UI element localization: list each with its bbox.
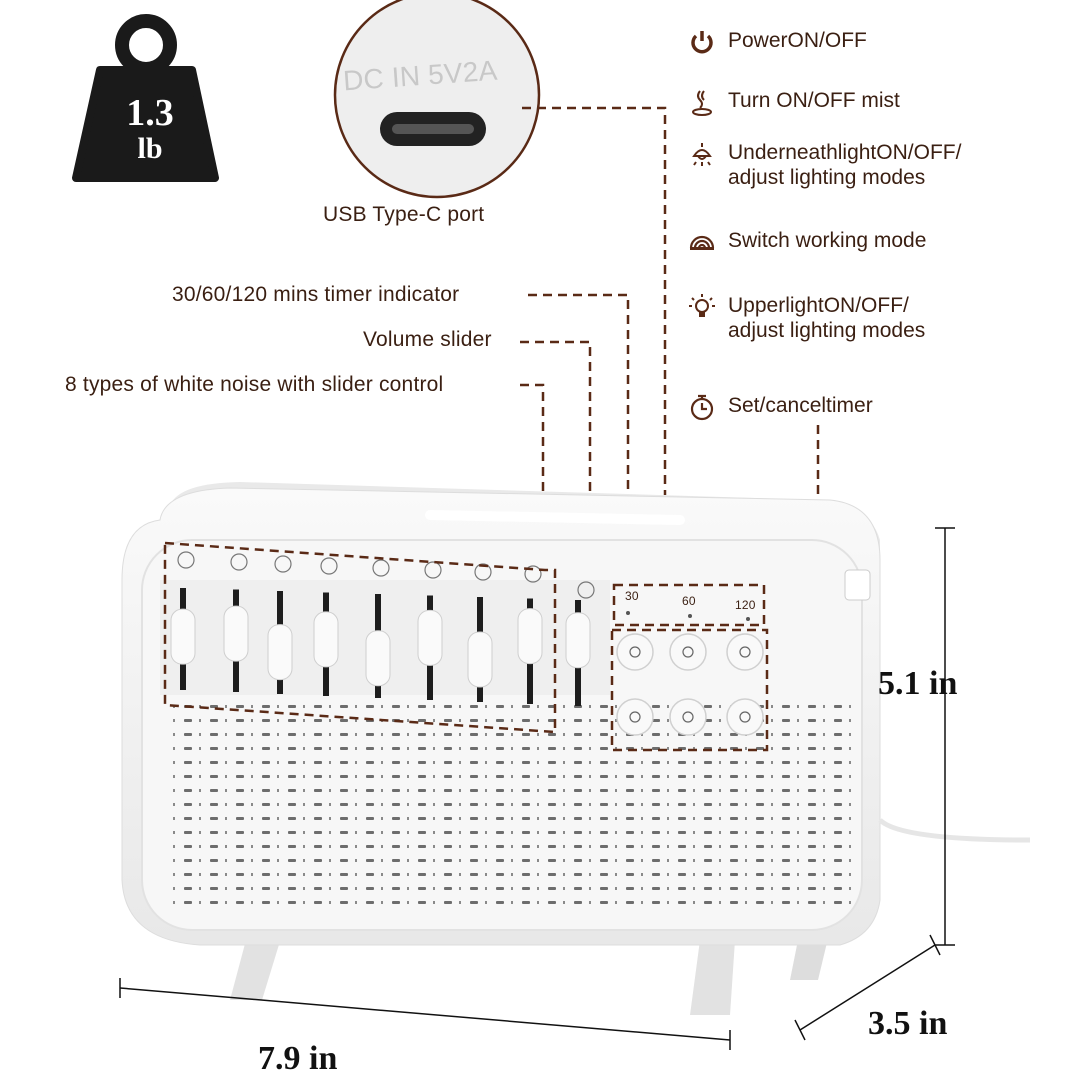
- feature-switch-mode: Switch working mode: [688, 228, 926, 256]
- fire-icon: [372, 559, 390, 577]
- slider-knob[interactable]: [467, 631, 493, 688]
- power-icon: [691, 31, 713, 54]
- rain-icon: [177, 551, 195, 569]
- snail-icon: [524, 565, 542, 583]
- feature-power: PowerON/OFF: [688, 28, 867, 56]
- feature-line: adjust lighting modes: [728, 166, 926, 189]
- rainbow-mode-button[interactable]: [616, 698, 654, 736]
- slider-knob[interactable]: [223, 605, 249, 662]
- width-dimension: 7.9 in: [258, 1040, 338, 1077]
- weight-value: 1.3: [126, 92, 174, 134]
- timer-button[interactable]: [726, 698, 764, 736]
- underneath-light-button[interactable]: [726, 633, 764, 671]
- noise-slider[interactable]: [313, 592, 339, 697]
- usb-port-closeup: [333, 0, 541, 199]
- timer-led: [626, 611, 630, 615]
- timer-mark-30: 30: [625, 589, 639, 603]
- height-dimension: 5.1 in: [878, 665, 958, 702]
- timer-indicator-label: 30/60/120 mins timer indicator: [172, 283, 460, 306]
- noise-slider[interactable]: [417, 595, 443, 701]
- noise-slider[interactable]: [365, 594, 391, 698]
- slider-knob[interactable]: [313, 611, 339, 668]
- power-button[interactable]: [616, 633, 654, 671]
- upper-light-icon: [682, 711, 694, 723]
- mist-icon: [682, 646, 694, 658]
- feature-underneath-light: UnderneathlightON/OFF/adjust lighting mo…: [688, 140, 961, 190]
- timer-icon: [739, 711, 751, 723]
- slider-knob[interactable]: [365, 630, 391, 687]
- rainbow-mode-icon: [629, 711, 641, 723]
- feature-text: UnderneathlightON/OFF/adjust lighting mo…: [728, 140, 961, 190]
- sliders: [170, 551, 595, 706]
- slider-knob[interactable]: [417, 609, 443, 666]
- timer-mark-60: 60: [682, 594, 696, 608]
- underneath-light-icon: [739, 646, 751, 658]
- weight-icon: [72, 14, 219, 182]
- feature-text: Switch working mode: [728, 229, 927, 252]
- timer-led: [688, 614, 692, 618]
- power-icon: [629, 646, 641, 658]
- control-buttons: [616, 611, 764, 736]
- feature-text: Set/canceltimer: [728, 394, 873, 417]
- volume-slider[interactable]: [565, 600, 591, 706]
- wind-icon: [424, 561, 442, 579]
- bird-icon: [320, 557, 338, 575]
- feature-mist: Turn ON/OFF mist: [688, 88, 900, 116]
- noise-slider[interactable]: [170, 588, 196, 690]
- depth-dimension: 3.5 in: [868, 1005, 948, 1042]
- slider-knob[interactable]: [170, 608, 196, 665]
- feature-line: UpperlightON/OFF/: [728, 294, 909, 317]
- volume-icon: [577, 581, 595, 599]
- noise-slider[interactable]: [267, 591, 293, 694]
- feature-text: PowerON/OFF: [728, 29, 867, 52]
- upper-light-icon: [689, 294, 715, 317]
- rainbow-mode-icon: [689, 235, 715, 250]
- device-body: [121, 482, 1031, 1015]
- noise-slider[interactable]: [223, 589, 249, 693]
- feature-timer: Set/canceltimer: [688, 393, 873, 421]
- feature-text: UpperlightON/OFF/adjust lighting modes: [728, 293, 925, 343]
- slider-knob[interactable]: [565, 612, 591, 669]
- mist-button[interactable]: [669, 633, 707, 671]
- volume-slider-label: Volume slider: [363, 328, 492, 351]
- feature-line: adjust lighting modes: [728, 319, 926, 342]
- slider-knob[interactable]: [267, 624, 293, 681]
- weight-label: 1.3 lb: [110, 92, 190, 167]
- noise-slider[interactable]: [517, 598, 543, 705]
- dimension-lines: [119, 527, 955, 1050]
- usb-port-label: USB Type-C port: [323, 203, 485, 226]
- noise-slider[interactable]: [467, 597, 493, 702]
- device-dashed-boxes: [163, 541, 769, 752]
- timer-mark-120: 120: [735, 598, 756, 612]
- underneath-light-icon: [692, 143, 712, 166]
- feature-line: UnderneathlightON/OFF/: [728, 141, 962, 164]
- timer-led: [746, 617, 750, 621]
- ocean-wave-icon: [274, 555, 292, 573]
- upper-light-button[interactable]: [669, 698, 707, 736]
- feature-upper-light: UpperlightON/OFF/adjust lighting modes: [688, 293, 925, 343]
- weight-unit: lb: [137, 132, 163, 165]
- feature-text: Turn ON/OFF mist: [728, 89, 900, 112]
- frog-icon: [474, 563, 492, 581]
- mist-icon: [692, 90, 712, 116]
- timer-icon: [690, 394, 714, 421]
- white-noise-label: 8 types of white noise with slider contr…: [65, 373, 444, 396]
- slider-knob[interactable]: [517, 608, 543, 665]
- thunderstorm-icon: [230, 553, 248, 571]
